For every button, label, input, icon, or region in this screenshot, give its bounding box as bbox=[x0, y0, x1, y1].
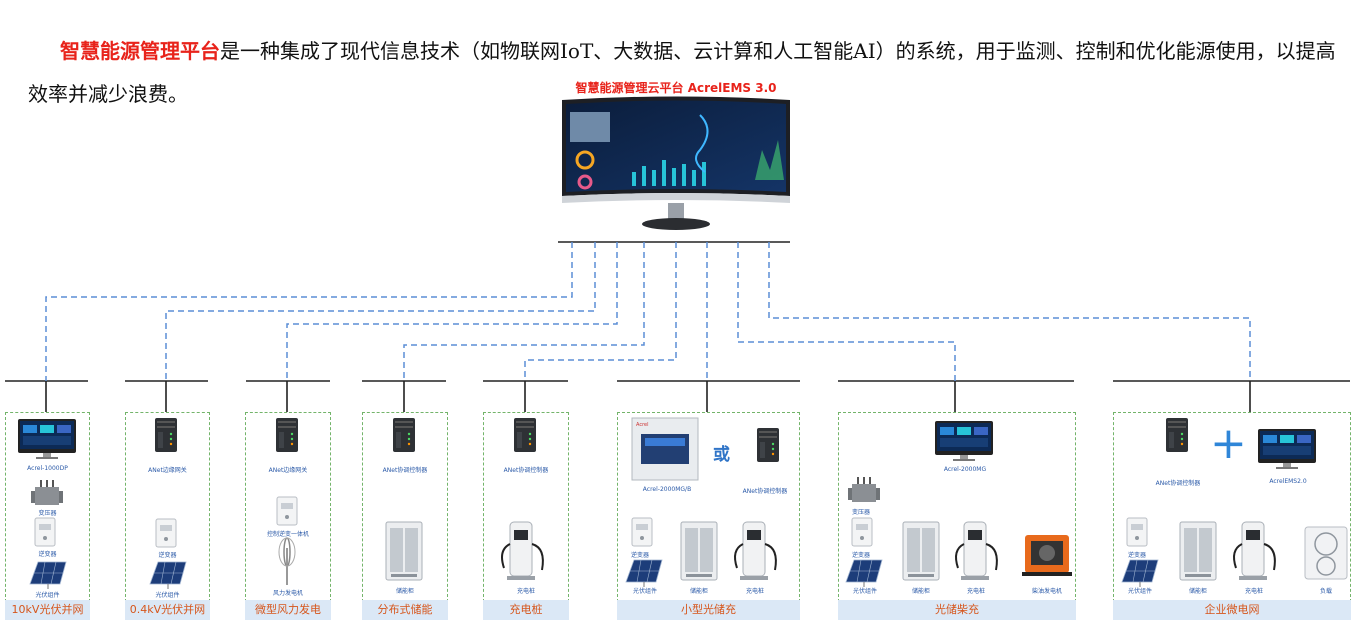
storage-cabinet-icon bbox=[385, 521, 423, 581]
label-storage: 储能柜 bbox=[911, 588, 930, 595]
wind-turbine-icon bbox=[278, 537, 296, 585]
inverter-icon bbox=[851, 517, 873, 547]
solar-panel-icon bbox=[625, 559, 663, 588]
label-storage: 储能柜 bbox=[1188, 588, 1207, 595]
svg-text:Acrel: Acrel bbox=[636, 422, 649, 428]
label-pv: 光伏组件 bbox=[35, 592, 60, 599]
label-acrel-2000mgb: Acrel-2000MG/B bbox=[642, 486, 692, 493]
inverter-icon bbox=[1126, 517, 1148, 547]
label-controller: ANet协调控制器 bbox=[742, 488, 788, 495]
label-inverter: 逆变器 bbox=[38, 551, 57, 558]
controller-icon bbox=[514, 418, 536, 452]
caption-10kv-pv: 10kV光伏并网 bbox=[5, 600, 90, 620]
gateway-icon bbox=[155, 418, 177, 452]
label-gateway: ANet边缘网关 bbox=[268, 467, 308, 474]
label-charger: 充电桩 bbox=[1244, 588, 1263, 595]
caption-pv-storage-diesel-charging: 光储柴充 bbox=[838, 600, 1076, 620]
label-inverter: 逆变器 bbox=[630, 552, 649, 559]
label-inverter: 逆变器 bbox=[1127, 552, 1146, 559]
label-charger: 充电桩 bbox=[966, 588, 985, 595]
monitor-icon bbox=[935, 421, 993, 461]
label-inverter: 逆变器 bbox=[158, 552, 177, 559]
caption-storage: 分布式储能 bbox=[362, 600, 448, 620]
label-pv: 光伏组件 bbox=[632, 588, 657, 595]
label-controller: ANet协调控制器 bbox=[1155, 480, 1201, 487]
platform-title: 智慧能源管理云平台 AcrelEMS 3.0 bbox=[575, 81, 777, 95]
gateway-icon bbox=[276, 418, 298, 452]
intro-text: 是一种集成了现代信息技术（如物联网IoT、大数据、云计算和人工智能AI）的系统，… bbox=[28, 39, 1336, 106]
inverter-icon bbox=[155, 518, 177, 548]
storage-cabinet-icon bbox=[680, 521, 718, 581]
inverter-icon bbox=[631, 517, 653, 547]
inverter-icon bbox=[276, 496, 298, 526]
intro-highlight: 智慧能源管理平台 bbox=[60, 39, 220, 63]
monitor-icon bbox=[1258, 429, 1316, 469]
label-wind-turbine: 风力发电机 bbox=[272, 590, 303, 597]
label-load: 负载 bbox=[1319, 588, 1332, 595]
charger-icon bbox=[955, 521, 998, 581]
charger-icon bbox=[1233, 521, 1276, 581]
or-label: 或 bbox=[713, 445, 730, 465]
label-pv: 光伏组件 bbox=[155, 592, 180, 599]
controller-panel-icon: Acrel bbox=[631, 417, 699, 481]
load-icon bbox=[1304, 526, 1348, 580]
storage-cabinet-icon bbox=[902, 521, 940, 581]
solar-panel-icon bbox=[845, 559, 883, 588]
plus-icon: + bbox=[1210, 418, 1247, 469]
controller-icon bbox=[1166, 418, 1188, 452]
label-transformer: 变压器 bbox=[38, 510, 57, 517]
label-pv: 光伏组件 bbox=[1127, 588, 1152, 595]
label-inverter: 逆变器 bbox=[851, 552, 870, 559]
label-storage: 储能柜 bbox=[395, 588, 414, 595]
caption-small-pv-storage-charging: 小型光储充 bbox=[617, 600, 800, 620]
charger-icon bbox=[734, 521, 777, 581]
label-controller: ANet协调控制器 bbox=[503, 467, 549, 474]
solar-panel-icon bbox=[29, 561, 67, 590]
diesel-generator-icon bbox=[1022, 535, 1072, 576]
label-pv: 光伏组件 bbox=[852, 588, 877, 595]
label-diesel-generator: 柴油发电机 bbox=[1031, 588, 1062, 595]
monitor-icon bbox=[18, 419, 76, 459]
caption-charging: 充电桩 bbox=[483, 600, 569, 620]
transformer-icon bbox=[847, 476, 881, 503]
label-acrel-2000mg: Acrel-2000MG bbox=[943, 466, 987, 473]
transformer-icon bbox=[30, 479, 64, 506]
storage-cabinet-icon bbox=[1179, 521, 1217, 581]
label-charger: 充电桩 bbox=[516, 588, 535, 595]
controller-icon bbox=[757, 428, 779, 462]
label-charger: 充电桩 bbox=[745, 588, 764, 595]
label-acrel-1000dp: Acrel-1000DP bbox=[27, 465, 68, 472]
label-control-inverter: 控制逆变一体机 bbox=[266, 531, 309, 538]
caption-04kv-pv: 0.4kV光伏并网 bbox=[125, 600, 210, 620]
charger-icon bbox=[501, 521, 544, 581]
label-controller: ANet协调控制器 bbox=[382, 467, 428, 474]
caption-wind: 微型风力发电 bbox=[245, 600, 331, 620]
label-gateway: ANet边缘网关 bbox=[148, 467, 187, 474]
label-transformer: 变压器 bbox=[851, 509, 870, 516]
solar-panel-icon bbox=[1121, 559, 1159, 588]
solar-panel-icon bbox=[149, 561, 187, 590]
intro-paragraph: 智慧能源管理平台是一种集成了现代信息技术（如物联网IoT、大数据、云计算和人工智… bbox=[28, 30, 1338, 116]
controller-icon bbox=[393, 418, 415, 452]
label-acrelems2: AcrelEMS2.0 bbox=[1269, 478, 1307, 485]
monitor-icon bbox=[562, 96, 790, 230]
label-storage: 储能柜 bbox=[689, 588, 708, 595]
caption-enterprise-microgrid: 企业微电网 bbox=[1113, 600, 1351, 620]
inverter-icon bbox=[34, 517, 56, 547]
